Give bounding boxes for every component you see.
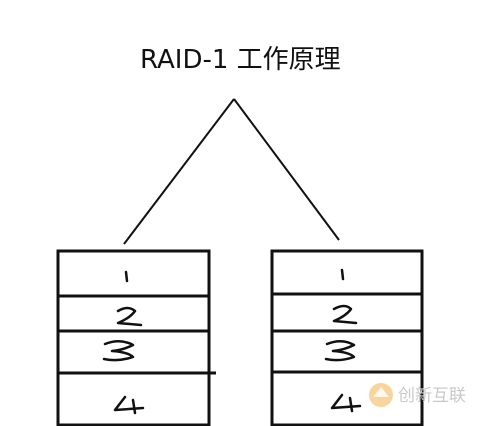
mirror-lines <box>123 98 340 245</box>
line-to-right-disk <box>233 98 340 241</box>
block-digit-4-stem <box>348 396 354 413</box>
left-disk <box>56 249 216 426</box>
watermark-logo-mark <box>373 387 389 397</box>
block-digit-1 <box>124 270 129 283</box>
right-disk-frame <box>270 249 424 426</box>
watermark-text: 创新互联 <box>398 386 466 406</box>
watermark: 创新互联 <box>369 383 466 407</box>
block-digit-4-stem <box>131 398 137 415</box>
diagram-title: RAID-1 工作原理 <box>140 45 341 75</box>
right-disk <box>270 249 424 426</box>
block-digit-1 <box>340 268 345 281</box>
left-disk-frame <box>56 249 211 426</box>
line-to-left-disk <box>123 98 235 245</box>
block-digit-2 <box>116 306 143 327</box>
block-digit-4 <box>330 393 362 410</box>
block-digit-4 <box>113 395 145 412</box>
right-disk-blocks <box>324 268 362 413</box>
left-disk-blocks <box>102 270 145 415</box>
block-digit-2 <box>332 304 358 325</box>
block-digit-3 <box>102 340 135 362</box>
block-digit-3 <box>324 340 356 362</box>
